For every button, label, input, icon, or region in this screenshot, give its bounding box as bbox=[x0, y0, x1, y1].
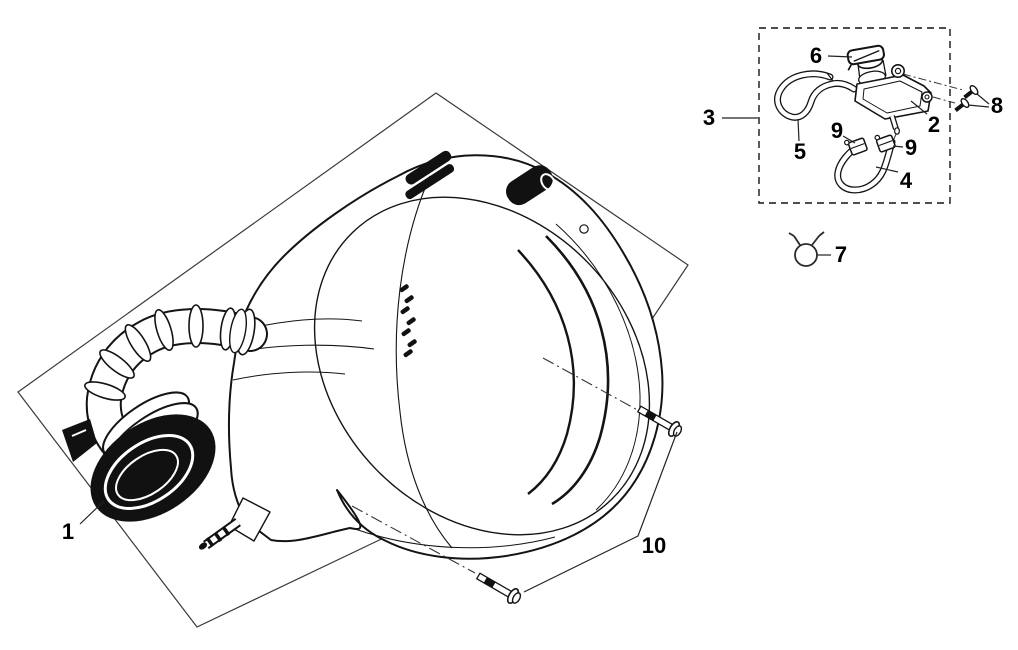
part-label-8: 8 bbox=[990, 93, 1004, 118]
mounting-boss-right bbox=[506, 165, 556, 206]
air-cleaner-assembly-drawing bbox=[62, 150, 664, 560]
part-label-3: 3 bbox=[702, 105, 716, 130]
cover-speed-lines bbox=[517, 235, 610, 506]
intake-duct bbox=[84, 304, 268, 472]
drain-spout bbox=[198, 497, 271, 550]
part-label-7: 7 bbox=[834, 242, 848, 267]
canister-drawing bbox=[854, 54, 933, 135]
part-label-5: 5 bbox=[793, 139, 807, 164]
flange-bolt-upper bbox=[636, 405, 683, 438]
subassembly-dashed-box bbox=[758, 27, 951, 204]
breather-hose-drawing bbox=[774, 70, 858, 121]
hose-clamp-b bbox=[874, 134, 896, 153]
part-label-1: 1 bbox=[61, 519, 75, 544]
subassembly-drawing bbox=[774, 44, 979, 194]
wire-clamp-drawing bbox=[788, 231, 825, 267]
bolt-centerlines bbox=[351, 357, 653, 574]
part-label-6: 6 bbox=[809, 43, 823, 68]
drain-hose-drawing bbox=[834, 138, 896, 194]
part-label-9a: 9 bbox=[830, 118, 844, 143]
flange-bolt-lower bbox=[475, 572, 522, 605]
cover-clip-drawing bbox=[846, 44, 885, 71]
mounting-boss-left bbox=[405, 150, 455, 200]
airbox-cover-face bbox=[313, 196, 651, 536]
part-label-10: 10 bbox=[641, 533, 667, 558]
part-label-4: 4 bbox=[899, 168, 913, 193]
molded-logo-marks bbox=[399, 284, 417, 358]
cover-screw-boss bbox=[579, 224, 589, 234]
screw-lower bbox=[954, 97, 970, 112]
label-leader-lines bbox=[79, 55, 990, 593]
part-label-2: 2 bbox=[927, 112, 941, 137]
airbox-silhouette bbox=[228, 154, 664, 560]
intake-boot bbox=[62, 391, 216, 522]
part-label-9b: 9 bbox=[904, 135, 918, 160]
